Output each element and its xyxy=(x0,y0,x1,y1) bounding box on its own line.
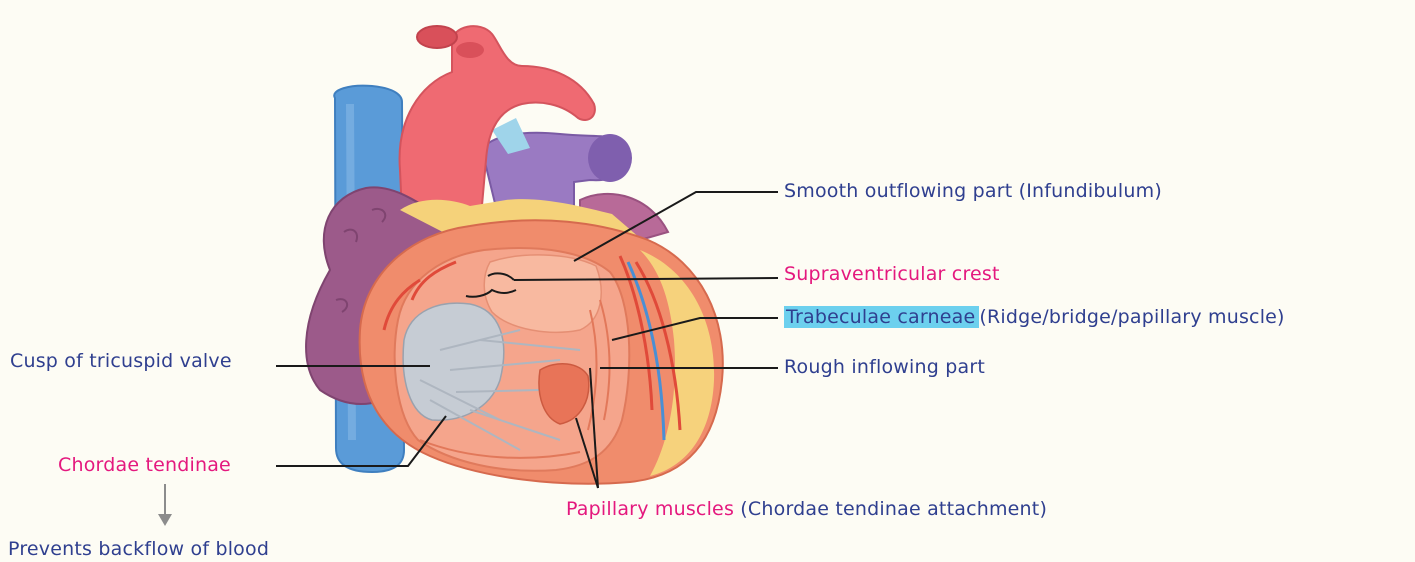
down-arrow-icon xyxy=(158,484,172,526)
label-supraventricular-crest: Supraventricular crest xyxy=(784,263,1000,285)
label-trabeculae-carneae: Trabeculae carneae xyxy=(784,306,979,328)
brachiocephalic-trunk-opening xyxy=(417,26,457,48)
label-smooth-outflowing: Smooth outflowing part (Infundibulum) xyxy=(784,180,1162,202)
label-papillary-row: Papillary muscles (Chordae tendinae atta… xyxy=(566,498,1047,520)
carotid-opening xyxy=(456,42,484,58)
label-chordae-tendinae: Chordae tendinae xyxy=(58,454,231,476)
label-papillary-muscles: Papillary muscles xyxy=(566,498,734,520)
right-ventricle xyxy=(360,220,723,483)
label-cusp-tricuspid: Cusp of tricuspid valve xyxy=(10,350,232,372)
label-trabeculae-carneae-row: Trabeculae carneae(Ridge/bridge/papillar… xyxy=(784,306,1285,328)
label-papillary-note: (Chordae tendinae attachment) xyxy=(740,498,1047,520)
label-rough-inflowing: Rough inflowing part xyxy=(784,356,985,378)
label-trabeculae-note: (Ridge/bridge/papillary muscle) xyxy=(979,306,1284,328)
label-prevents-backflow: Prevents backflow of blood xyxy=(8,538,269,560)
